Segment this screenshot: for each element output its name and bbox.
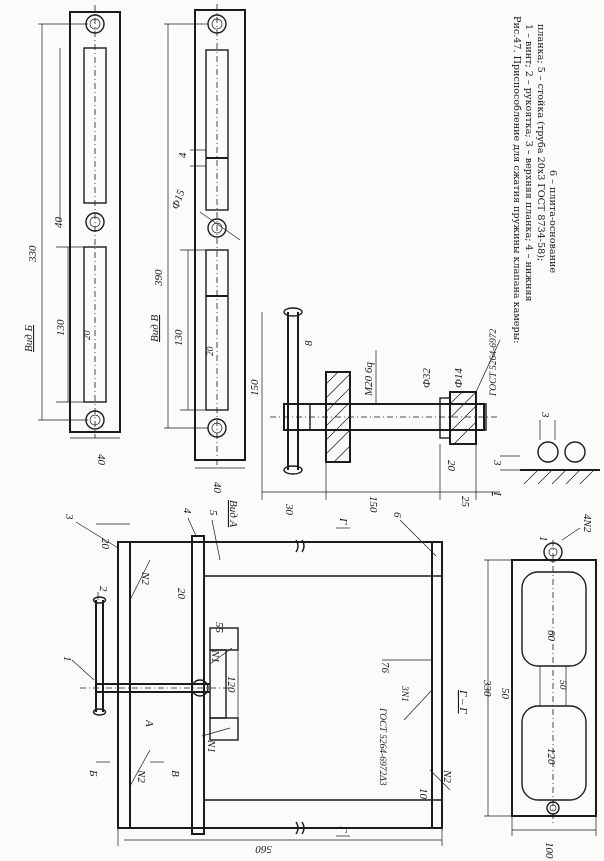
dim-p-60: 60 [545, 630, 557, 642]
label-sec-g-top: Г [337, 517, 349, 525]
dim-m-gost: ГОСТ 5264-6972Δ3 [377, 707, 387, 786]
caption-line-3: планка; 5 – стойка (труба 20x3 ГОСТ 8734… [535, 24, 546, 261]
dim-vb-20: 20 [83, 330, 93, 340]
label-arrow-v: В [169, 770, 181, 777]
label-vid-b: Вид Б [23, 324, 35, 352]
base-plate-plan [484, 527, 597, 836]
dim-m-n1a: N1 [209, 649, 221, 663]
label-section-gg: Г – Г [457, 689, 469, 714]
dim-m-n2c: N2 [441, 769, 453, 783]
dim-sc-gost: ГОСТ 5264-6972 [489, 328, 499, 397]
dim-vv-130: 130 [173, 329, 185, 346]
label-arrow-a: А [143, 719, 155, 727]
detail-i [500, 420, 600, 471]
dim-vv-40: 40 [211, 482, 223, 494]
dim-m-n1b: N1 [205, 739, 217, 753]
caption-line-1: Рис.47. Приспособление для сжатия пружин… [511, 16, 522, 344]
dim-p-330: 330 [481, 679, 493, 697]
dim-sc-20: 20 [445, 460, 457, 472]
dim-vb-40w: 40 [95, 454, 107, 466]
dim-m-n2a: N2 [139, 571, 151, 585]
label-vid-v: Вид В [149, 314, 161, 342]
detail-i-label: I [491, 491, 503, 497]
dim-d-3b: 3 [491, 459, 503, 466]
screw-hatching [325, 371, 477, 463]
dim-m-20b: 20 [175, 588, 187, 600]
caption-line-2: 1 – винт; 2 – рукоятка; 3 – верхняя план… [523, 24, 534, 302]
dim-sc-25: 25 [459, 496, 471, 508]
dim-m-20a: 20 [99, 538, 111, 550]
dim-m-55: 55 [213, 622, 225, 634]
dim-p-50-slot: 50 [557, 680, 567, 690]
dim-sc-150: 150 [249, 379, 261, 396]
dim-vv-20: 20 [206, 346, 216, 356]
dim-sc-phi14: Ф14 [453, 368, 465, 388]
label-sec-g-bot: Г [337, 825, 349, 833]
label-arrow-b: Б [87, 769, 99, 777]
label-vid-a: Вид А [227, 500, 239, 528]
dim-vv-4: 4 [177, 152, 189, 158]
view-v-bar [164, 4, 246, 469]
dim-sc-30: 30 [283, 503, 295, 516]
callout-3-main: 3 [63, 513, 75, 520]
screw-assembly-section [261, 307, 501, 500]
dim-m-10: 10 [417, 788, 429, 800]
dim-m-76: 76 [379, 662, 391, 674]
dim-sc-8: 8 [303, 340, 315, 346]
dim-m-560: 560 [255, 843, 272, 855]
dim-p-120: 120 [545, 748, 557, 765]
dim-sc-phi32: Ф32 [421, 368, 433, 388]
callout-6-main: 6 [391, 512, 403, 518]
detail-i-hatching [523, 469, 595, 485]
dim-vb-40: 40 [53, 217, 65, 229]
view-b-bar [38, 5, 121, 439]
dim-m-n2b: N2 [135, 769, 147, 783]
dim-m-3n1: 3N1 [399, 685, 409, 702]
dim-sc-m20: M20 6q [363, 362, 375, 397]
main-front-view [71, 517, 451, 846]
callout-5-main: 5 [207, 510, 219, 516]
dim-vb-130: 130 [55, 319, 67, 336]
caption-line-4: 6 – плита-основание [547, 170, 558, 273]
dim-d-3a: 3 [539, 411, 551, 418]
dim-vv-phi15: Ф15 [170, 188, 188, 211]
dim-vb-330: 330 [27, 245, 39, 263]
dim-p-100: 100 [543, 842, 555, 859]
callout-2-main: 2 [97, 586, 109, 592]
dim-p-4n2: 4N2 [581, 514, 593, 533]
dim-vv-390: 390 [153, 269, 165, 287]
dim-p-50: 50 [499, 688, 511, 700]
dim-m-120: 120 [225, 676, 237, 693]
dim-sc-150b: 150 [367, 496, 379, 513]
callout-1-plan: 1 [537, 536, 549, 542]
callout-4-main: 4 [181, 508, 193, 514]
callout-1-main: 1 [61, 656, 73, 662]
